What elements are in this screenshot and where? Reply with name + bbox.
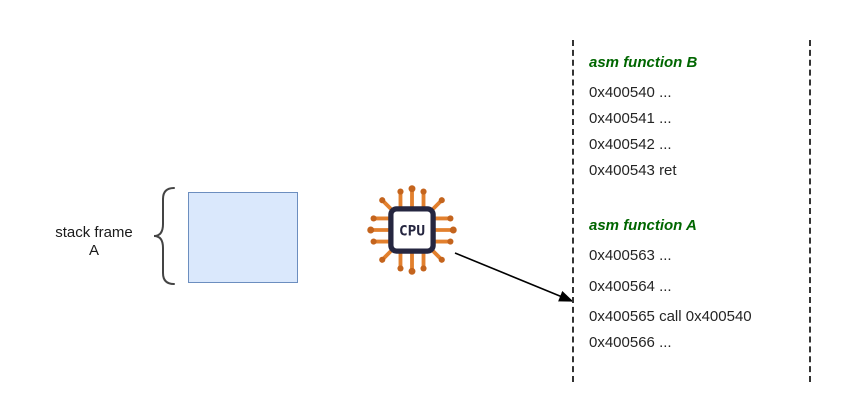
memory-boundary-left	[572, 40, 574, 382]
asm-line: 0x400564 ...	[589, 278, 672, 295]
asm-listing: asm function B 0x400540 ... 0x400541 ...…	[589, 54, 801, 360]
asm-function-b-section: asm function B 0x400540 ... 0x400541 ...…	[589, 54, 801, 180]
asm-line: 0x400563 ...	[589, 247, 672, 264]
asm-line: 0x400541 ...	[589, 110, 672, 127]
stack-frame-brace-icon	[153, 187, 175, 285]
cpu-label: CPU	[399, 223, 425, 239]
stack-frame-label: stack frame A	[38, 224, 150, 260]
stack-frame-label-line1: stack frame	[55, 224, 133, 241]
cpu-body	[388, 206, 436, 254]
asm-function-a-title: asm function A	[589, 217, 697, 234]
cpu-icon: CPU	[367, 185, 457, 275]
memory-boundary-right	[809, 40, 811, 382]
asm-line: 0x400566 ...	[589, 334, 672, 351]
cpu-pin-dots	[367, 185, 457, 275]
asm-line: 0x400543 ret	[589, 162, 677, 179]
asm-line: 0x400565 call 0x400540	[589, 308, 752, 325]
stack-frame-box	[188, 192, 298, 283]
call-arrow-icon	[454, 252, 574, 302]
asm-line: 0x400542 ...	[589, 136, 672, 153]
asm-function-b-title: asm function B	[589, 54, 698, 71]
stack-frame-label-line2: A	[88, 242, 99, 259]
asm-function-a-section: asm function A 0x400563 ... 0x400564 ...…	[589, 217, 801, 352]
asm-line: 0x400540 ...	[589, 84, 672, 101]
